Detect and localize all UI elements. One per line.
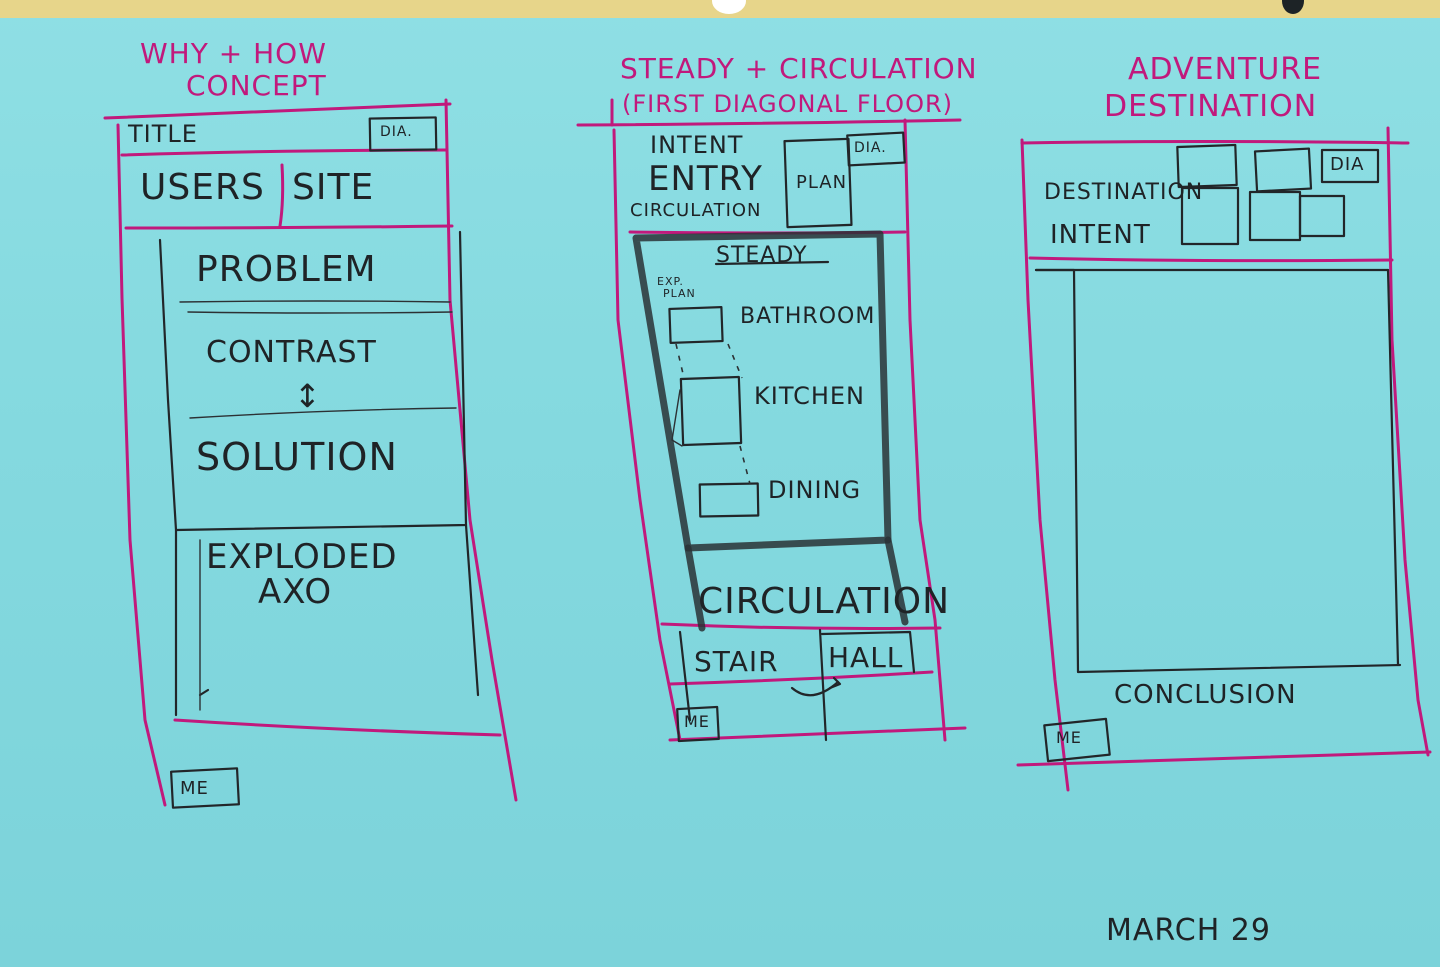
me-label-3: ME: [1056, 728, 1082, 747]
entry-label: ENTRY: [648, 159, 763, 199]
me-label: ME: [180, 778, 209, 799]
conclusion-label: CONCLUSION: [1114, 680, 1297, 710]
concept-3-frame: [1016, 126, 1432, 792]
intent-label: INTENT: [650, 131, 744, 159]
site-label: SITE: [292, 167, 375, 208]
destination-label: DESTINATION: [1044, 180, 1204, 205]
concept-3-heading: ADVENTURE: [1128, 52, 1323, 87]
users-label: USERS: [140, 167, 265, 208]
concept-2-frame: [576, 98, 967, 742]
concept-2-detail-lines: [632, 131, 916, 743]
concept-1-detail-lines: [158, 116, 480, 809]
dia-label-2: DIA.: [854, 140, 887, 156]
concept-1-heading-2: CONCEPT: [186, 69, 327, 102]
axo-label: AXO: [258, 572, 333, 612]
concept-2-heading: STEADY + CIRCULATION: [620, 52, 978, 85]
binder-hole-left: [712, 0, 746, 14]
me-label-2: ME: [684, 712, 710, 731]
dining-label: DINING: [768, 476, 862, 504]
exp-label: EXP.: [657, 275, 684, 288]
exploded-label: EXPLODED: [206, 537, 398, 577]
stair-label: STAIR: [694, 645, 779, 678]
binder-clip: [1282, 0, 1304, 14]
contrast-label: CONTRAST: [206, 335, 377, 370]
concept-3-heading-2: DESTINATION: [1104, 89, 1318, 124]
dia-label-3: DIA: [1330, 154, 1365, 175]
intent-label-3: INTENT: [1050, 220, 1151, 250]
date-label: MARCH 29: [1106, 913, 1271, 948]
problem-label: PROBLEM: [196, 249, 377, 290]
hall-label: HALL: [828, 641, 904, 674]
bathroom-label: BATHROOM: [740, 304, 876, 329]
contrast-arrow-icon: ↕: [294, 377, 322, 415]
circulation-small-label: CIRCULATION: [630, 200, 762, 221]
concept-1-heading: WHY + HOW: [140, 37, 327, 70]
concept-3-detail-lines: [1034, 143, 1402, 763]
solution-label: SOLUTION: [196, 435, 398, 479]
kitchen-label: KITCHEN: [754, 382, 865, 410]
concept-1-frame: [103, 98, 518, 807]
steady-label: STEADY: [716, 243, 808, 268]
plan-label: PLAN: [796, 172, 848, 193]
concept-2-heading-2: (FIRST DIAGONAL FLOOR): [622, 90, 953, 118]
circulation-label: CIRCULATION: [698, 581, 951, 622]
dia-label: DIA.: [380, 124, 413, 140]
plan-small-label: PLAN: [663, 287, 696, 300]
title-label: TITLE: [128, 120, 198, 148]
